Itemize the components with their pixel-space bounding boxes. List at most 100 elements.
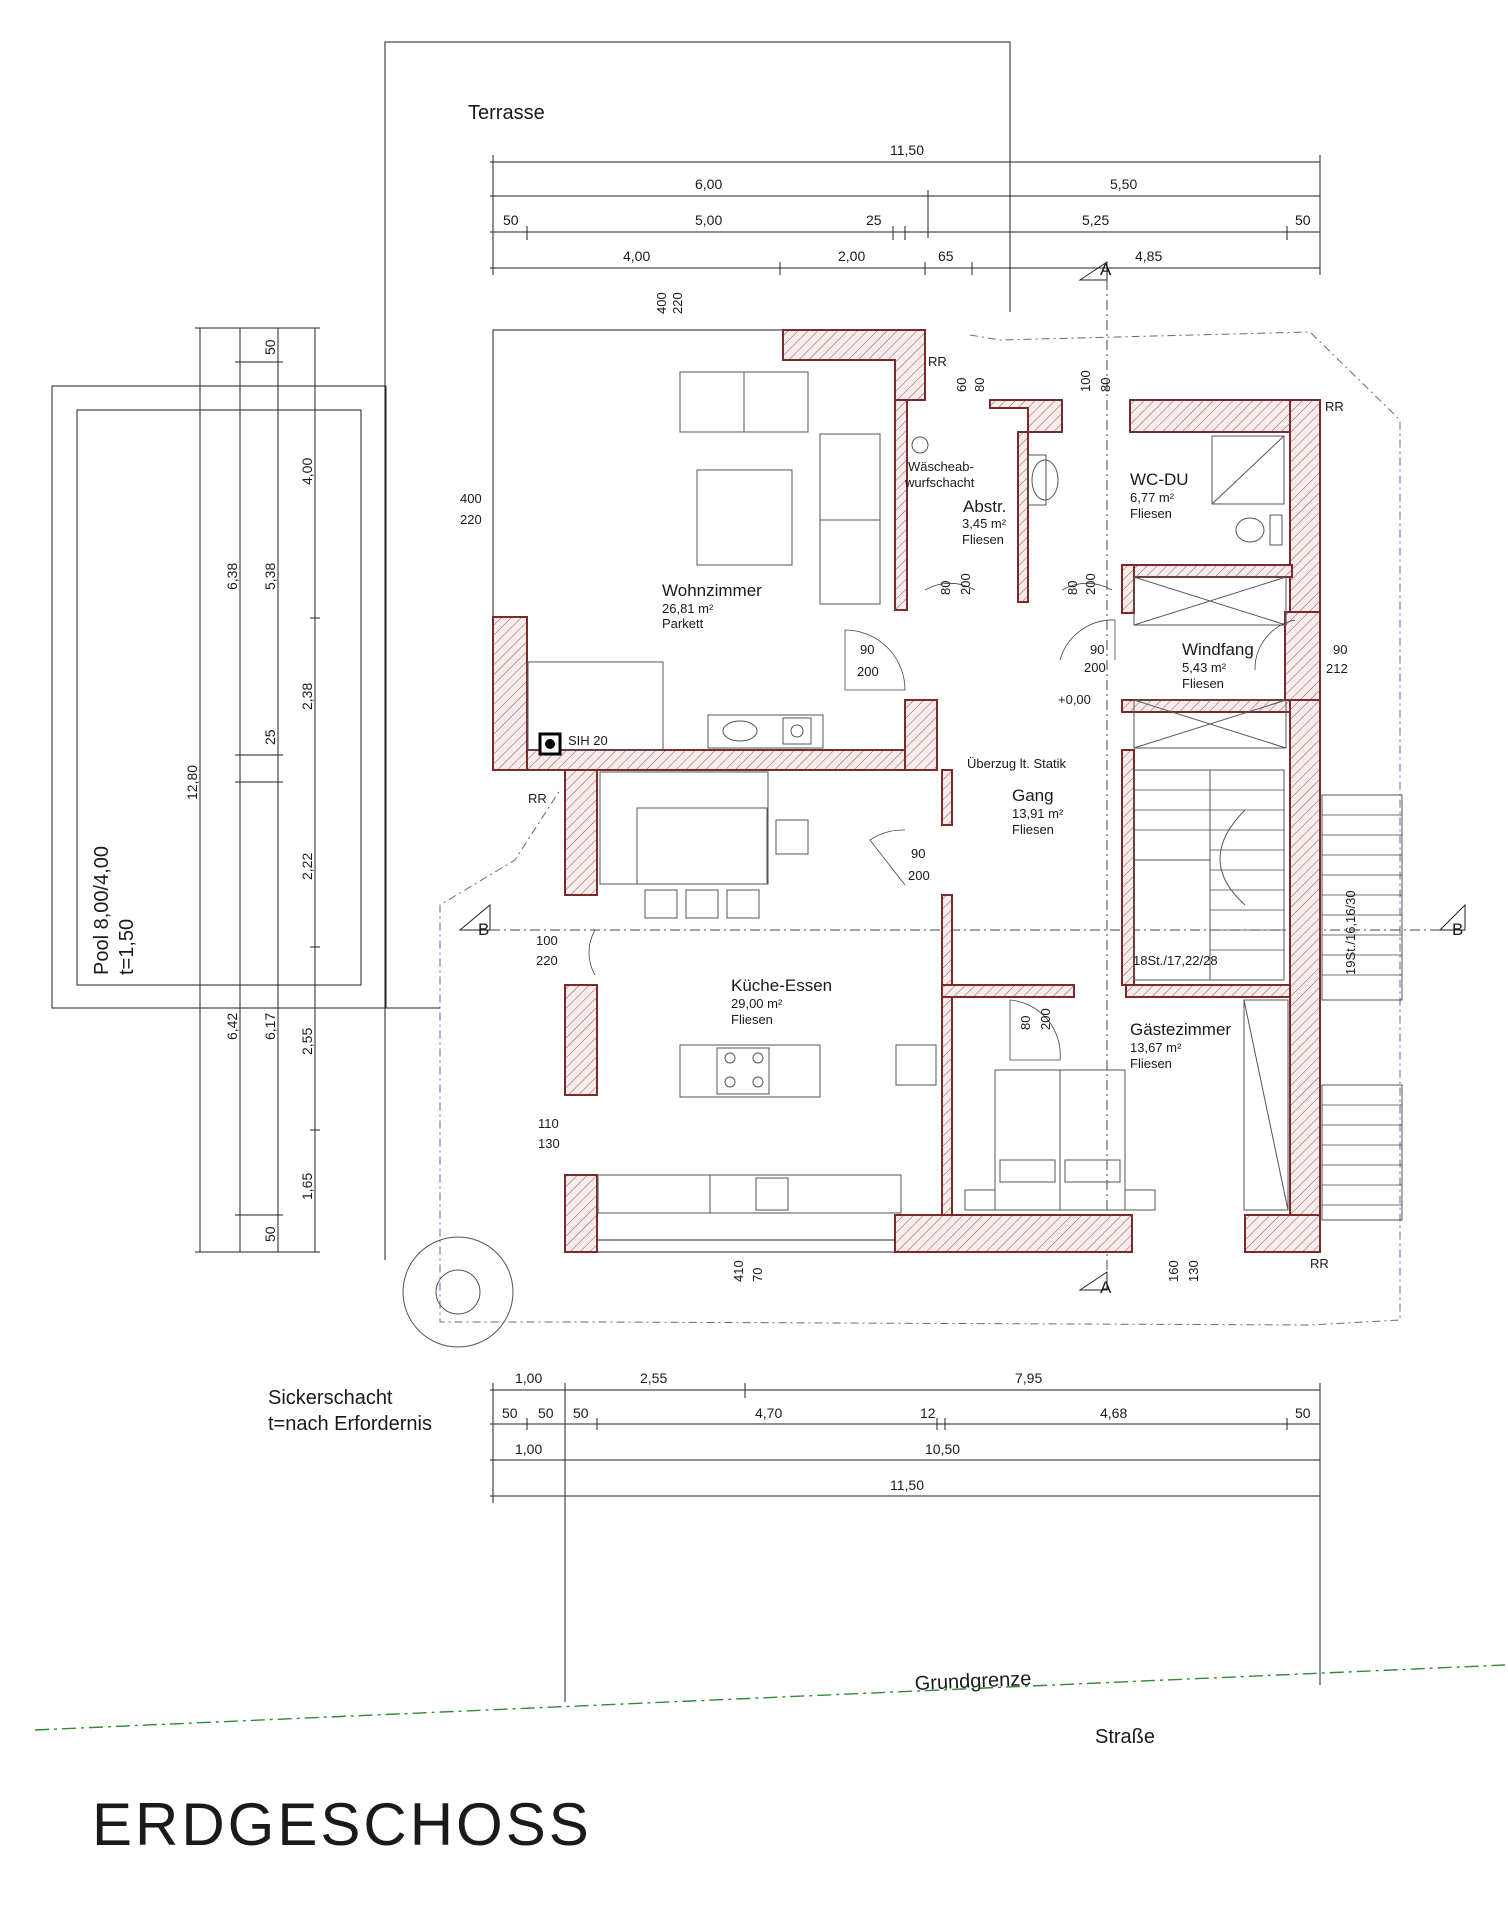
dim-left-mid-3: 6,17	[262, 1013, 278, 1040]
opening-220-top: 220	[670, 292, 685, 314]
rr-label-1: RR	[928, 354, 947, 369]
opening-100: 100	[1078, 370, 1093, 392]
dim-left-outer-1: 6,38	[224, 563, 240, 590]
dim-top-total: 11,50	[890, 142, 924, 158]
page-title: ERDGESCHOSS	[92, 1791, 592, 1858]
opening-90-212-b: 212	[1326, 661, 1348, 676]
room-gaeste-name: Gästezimmer	[1130, 1020, 1231, 1039]
dim-top-r4-2: 2,00	[838, 248, 865, 264]
rr-label-2: RR	[1325, 399, 1344, 414]
walls	[492, 329, 1321, 1253]
opening-400-top: 400	[654, 292, 669, 314]
terrasse-label: Terrasse	[468, 102, 545, 124]
room-gaeste-floor: Fliesen	[1130, 1056, 1172, 1071]
room-labels: Wohnzimmer 26,81 m² Parkett Wäscheab- wu…	[528, 354, 1344, 1271]
dim-bot-r2-7: 50	[1295, 1405, 1311, 1421]
sickerschacht-depth-label: t=nach Erfordernis	[268, 1413, 432, 1435]
dim-bot-r2-6: 4,68	[1100, 1405, 1127, 1421]
dim-top-r2-2: 5,50	[1110, 176, 1137, 192]
dim-bot-r3-2: 10,50	[925, 1441, 960, 1457]
room-abstr-name: Abstr.	[963, 497, 1006, 516]
opening-60: 60	[954, 378, 969, 392]
section-a-bottom-label: A	[1100, 1278, 1112, 1297]
opening-kueche-200: 200	[908, 868, 930, 883]
opening-70: 70	[750, 1268, 765, 1282]
property-line	[34, 1664, 1506, 1731]
dim-top-r4-3: 65	[938, 248, 954, 264]
dim-bot-total: 11,50	[890, 1477, 924, 1493]
dim-left-mid-2: 25	[262, 729, 278, 745]
room-wcdu-name: WC-DU	[1130, 470, 1189, 489]
opening-kueche-90: 90	[911, 846, 925, 861]
opening-90-212-a: 90	[1333, 642, 1347, 657]
room-abstr-area: 3,45 m²	[962, 516, 1007, 531]
room-gang-area: 13,91 m²	[1012, 806, 1064, 821]
dim-bot-r2-3: 50	[573, 1405, 589, 1421]
rr-label-4: RR	[1310, 1256, 1329, 1271]
dim-top-r3-4: 5,25	[1082, 212, 1109, 228]
rr-label-3: RR	[528, 791, 547, 806]
roof-outline	[439, 331, 1401, 1326]
dim-left-outer-2: 6,42	[224, 1013, 240, 1040]
section-b-right-label: B	[1452, 920, 1463, 939]
opening-130: 130	[538, 1136, 560, 1151]
dim-bot-r1-1: 1,00	[515, 1370, 542, 1386]
opening-400-left: 400	[460, 491, 482, 506]
dim-bot-r2-1: 50	[502, 1405, 518, 1421]
opening-wc-200: 200	[1083, 573, 1098, 595]
dim-top-r3-3: 25	[866, 212, 882, 228]
dim-left-inner-2: 4,00	[299, 458, 315, 485]
opening-gaeste-80: 80	[1018, 1016, 1033, 1030]
opening-220-left: 220	[460, 512, 482, 527]
section-lines: A A B B	[458, 260, 1466, 1297]
dim-top-r4-4: 4,85	[1135, 248, 1162, 264]
dim-bot-r2-5: 12	[920, 1405, 936, 1421]
opening-100-220-b: 220	[536, 953, 558, 968]
internal-staircase: 18St./17,22/28	[1133, 769, 1285, 981]
dim-top-r3-1: 50	[503, 212, 519, 228]
dim-left-inner-4: 2,22	[299, 853, 315, 880]
opening-wc-80: 80	[1065, 581, 1080, 595]
dim-bot-r3-1: 1,00	[515, 1441, 542, 1457]
furniture	[527, 371, 1289, 1214]
dimensions-left: 6,38 6,42 12,80 5,38 25 6,17 50 4,00 2,3…	[184, 327, 440, 1253]
room-wcdu-area: 6,77 m²	[1130, 490, 1175, 505]
dim-bot-r2-4: 4,70	[755, 1405, 782, 1421]
doors	[588, 582, 1296, 1061]
dim-left-pool: 12,80	[184, 765, 200, 800]
pool-depth-label: t=1,50	[116, 919, 138, 975]
dim-top-r3-5: 50	[1295, 212, 1311, 228]
opening-abstr-80: 80	[938, 581, 953, 595]
opening-100-220-a: 100	[536, 933, 558, 948]
room-wohnzimmer-area: 26,81 m²	[662, 601, 714, 616]
opening-80: 80	[972, 378, 987, 392]
opening-80b: 80	[1098, 378, 1113, 392]
room-wcdu-floor: Fliesen	[1130, 506, 1172, 521]
room-gang-floor: Fliesen	[1012, 822, 1054, 837]
grundgrenze-label: Grundgrenze	[914, 1668, 1032, 1695]
stair-label: 18St./17,22/28	[1133, 953, 1218, 968]
waesche-label-2: wurfschacht	[904, 475, 975, 490]
pool-label: Pool 8,00/4,00	[91, 846, 113, 975]
room-wohnzimmer-floor: Parkett	[662, 616, 704, 631]
site-labels: Terrasse Sickerschacht t=nach Erforderni…	[34, 102, 1506, 1748]
opening-160: 160	[1166, 1260, 1181, 1282]
dim-top-r3-2: 5,00	[695, 212, 722, 228]
room-kueche-floor: Fliesen	[731, 1012, 773, 1027]
room-windfang-floor: Fliesen	[1182, 676, 1224, 691]
dim-bot-r1-3: 7,95	[1015, 1370, 1042, 1386]
opening-110: 110	[538, 1116, 559, 1131]
external-stairs: 19St./16,16/30	[1321, 794, 1403, 1221]
room-abstr-floor: Fliesen	[962, 532, 1004, 547]
sih-label: SIH 20	[568, 733, 608, 748]
room-gang-name: Gang	[1012, 786, 1054, 805]
room-gaeste-area: 13,67 m²	[1130, 1040, 1182, 1055]
opening-wind-90: 90	[1090, 642, 1104, 657]
opening-gaeste-200: 200	[1038, 1008, 1053, 1030]
dimensions-top: 11,50 6,00 5,50 50 5,00 25 5,25 50 4,00 …	[490, 142, 1321, 275]
dim-left-mid-1: 5,38	[262, 563, 278, 590]
strasse-label: Straße	[1095, 1726, 1155, 1748]
opening-wohn-200: 200	[857, 664, 879, 679]
opening-wind-200: 200	[1084, 660, 1106, 675]
room-kueche-name: Küche-Essen	[731, 976, 832, 995]
